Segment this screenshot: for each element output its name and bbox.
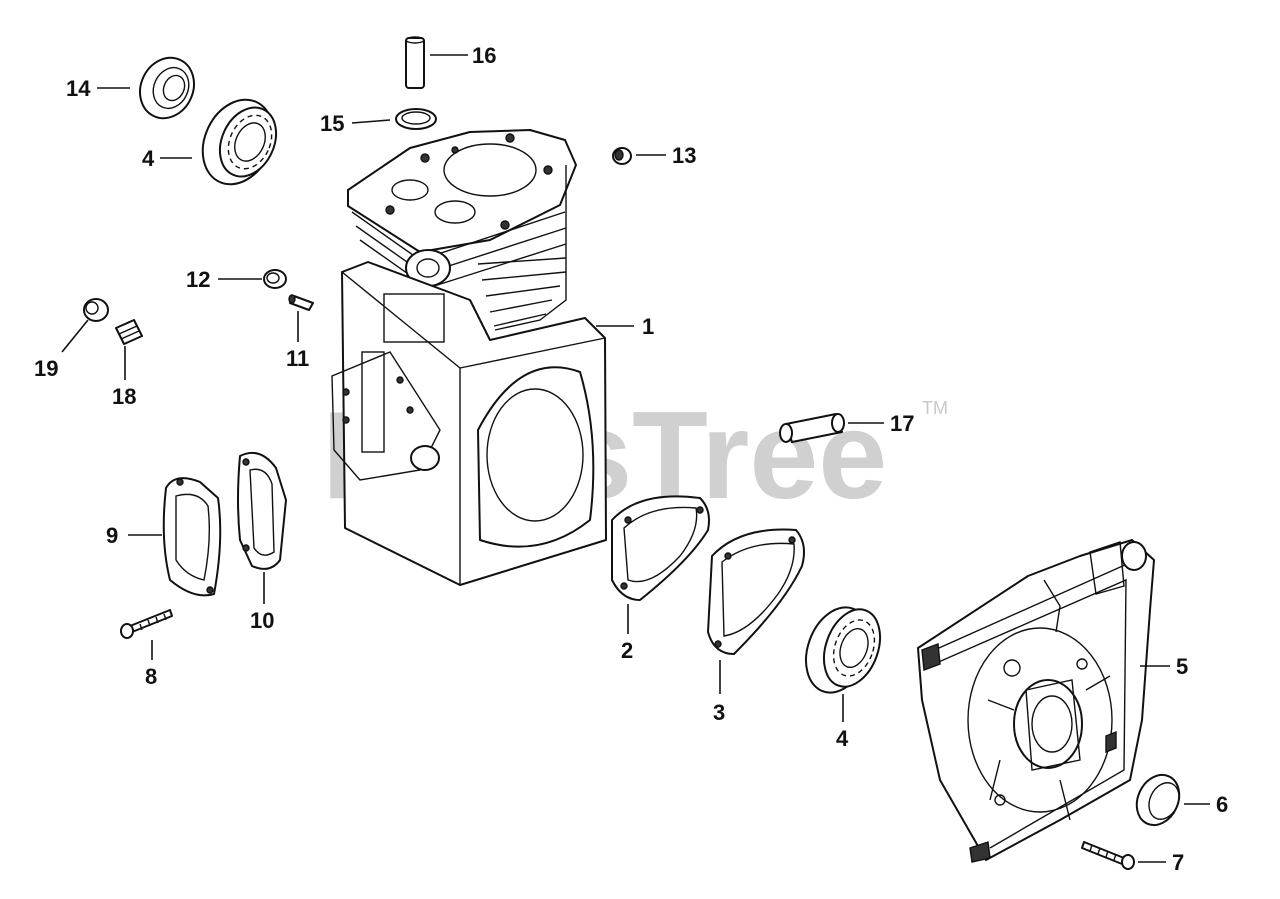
part-screw-right[interactable] (1081, 841, 1135, 870)
callout-17[interactable]: 17 (890, 411, 914, 436)
part-sleeve-pin[interactable] (779, 413, 845, 443)
part-ring[interactable] (395, 108, 437, 130)
part-cover-plate[interactable] (162, 477, 222, 597)
callout-6[interactable]: 6 (1216, 792, 1228, 817)
part-oil-seal-upper[interactable] (130, 49, 203, 127)
watermark-trademark: TM (922, 398, 948, 418)
callout-13[interactable]: 13 (672, 143, 696, 168)
part-pipe-plug[interactable] (115, 319, 143, 345)
callout-16[interactable]: 16 (472, 43, 496, 68)
part-dowel-pin[interactable] (405, 36, 425, 89)
part-small-pin[interactable] (288, 294, 314, 311)
callout-10[interactable]: 10 (250, 608, 274, 633)
part-plug-19[interactable] (83, 298, 109, 322)
callout-3[interactable]: 3 (713, 700, 725, 725)
callout-1[interactable]: 1 (642, 314, 654, 339)
part-screw-left[interactable] (120, 609, 173, 639)
callout-5[interactable]: 5 (1176, 654, 1188, 679)
callout-19[interactable]: 19 (34, 356, 58, 381)
callout-18[interactable]: 18 (112, 384, 136, 409)
leader-lines (61, 54, 1210, 863)
part-gasket-large[interactable] (611, 495, 710, 601)
callout-9[interactable]: 9 (106, 523, 118, 548)
callout-14[interactable]: 14 (66, 76, 91, 101)
part-crankcase[interactable] (331, 129, 607, 586)
callout-11[interactable]: 11 (286, 346, 309, 371)
callout-4-upper[interactable]: 4 (142, 146, 155, 171)
part-shim[interactable] (707, 528, 805, 655)
part-ball-bearing-lower[interactable] (795, 598, 890, 701)
part-oil-seal-lower[interactable] (1129, 768, 1187, 832)
callout-8[interactable]: 8 (145, 664, 157, 689)
callout-2[interactable]: 2 (621, 638, 633, 663)
part-cup-plug[interactable] (263, 269, 287, 289)
callout-7[interactable]: 7 (1172, 850, 1184, 875)
callout-4-lower[interactable]: 4 (836, 726, 849, 751)
part-closure-plate[interactable] (917, 539, 1155, 863)
part-ball-bearing-upper[interactable] (189, 88, 286, 196)
callout-12[interactable]: 12 (186, 267, 210, 292)
callout-15[interactable]: 15 (320, 111, 344, 136)
part-gasket-cover[interactable] (237, 452, 287, 570)
callout-labels: 14 4 16 15 13 12 11 1 19 18 17 9 10 8 2 … (34, 43, 1228, 875)
part-plug-small[interactable] (612, 147, 632, 165)
